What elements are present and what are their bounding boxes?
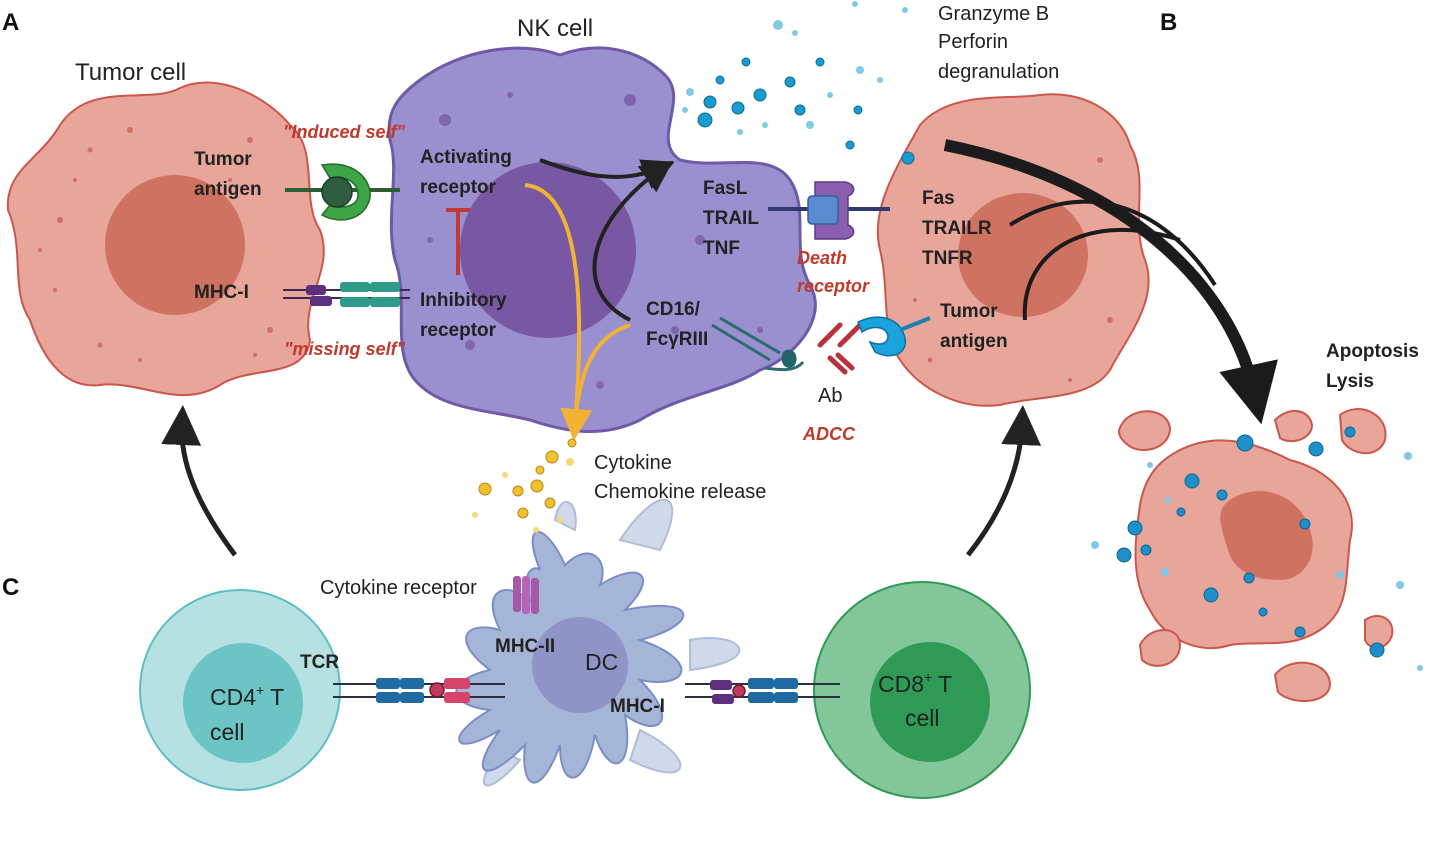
trailr-label: TRAILR	[922, 218, 992, 239]
mhc-i-dc-label: MHC-I	[610, 696, 665, 717]
activating-receptor-label-line2: receptor	[420, 177, 497, 198]
apoptosis-arrow	[943, 139, 1278, 425]
activating-receptor-label-line1: Activating	[420, 147, 512, 168]
adcc-complex	[711, 316, 931, 375]
tumor-antigen-label-line2: antigen	[194, 179, 262, 200]
tnfr-label: TNFR	[922, 248, 973, 269]
granzyme-label: Granzyme B	[938, 3, 1049, 25]
granzyme-granules	[697, 57, 915, 165]
cd16-label-line1: CD16/	[646, 299, 701, 320]
tcr-mhci-complex	[685, 678, 840, 704]
nk-cell-title: NK cell	[517, 15, 593, 42]
cd8-to-tumor-arrow	[966, 405, 1042, 557]
cytokine-arrow-1	[524, 183, 593, 441]
tnf-label: TNF	[703, 238, 740, 259]
fas-label: Fas	[922, 188, 955, 209]
mhc-i-label: MHC-I	[194, 282, 249, 303]
panel-label-b: B	[1160, 9, 1177, 36]
degranulation-label: degranulation	[938, 61, 1059, 83]
death-receptor-label-line2: receptor	[797, 276, 870, 296]
cd4-to-tumor-arrow	[161, 405, 238, 557]
cd8-cell-label-line2: cell	[905, 705, 940, 731]
fasl-label: FasL	[703, 178, 748, 199]
tumor-antigen-right-label-line2: antigen	[940, 331, 1008, 352]
tumor-antigen-right-label-line1: Tumor	[940, 301, 998, 322]
cytokine-granules	[478, 438, 577, 519]
perforin-granules	[682, 1, 908, 135]
lysis-label: Lysis	[1326, 371, 1374, 392]
missing-self-label: "missing self"	[284, 339, 406, 359]
panel-label-c: C	[2, 574, 19, 601]
activating-receptor-ligand	[285, 163, 400, 221]
dc-label: DC	[585, 649, 618, 675]
tumor-cell-left	[6, 81, 325, 396]
fas-arrow	[1008, 199, 1217, 287]
antigen-arrow	[1022, 228, 1181, 321]
apoptosis-label: Apoptosis	[1326, 341, 1419, 362]
inhibitory-receptor-label-line2: receptor	[420, 320, 497, 341]
cd4-t-cell	[139, 589, 341, 791]
trail-label: TRAIL	[703, 208, 759, 229]
cytokine-label: Cytokine	[594, 452, 672, 474]
death-receptor-complex	[768, 181, 890, 240]
induced-self-label: "Induced self"	[283, 122, 406, 142]
cytokine-arrow-2	[573, 323, 631, 426]
perforin-label: Perforin	[938, 31, 1008, 53]
tcr-label: TCR	[300, 652, 339, 673]
antibody-label: Ab	[818, 385, 842, 407]
cytokine-receptor-label: Cytokine receptor	[320, 577, 477, 599]
cd8-t-cell-label: CD8+ T	[878, 669, 952, 697]
chemokine-granules	[472, 458, 574, 533]
cd8-t-cell	[813, 581, 1031, 799]
tumor-cell-right	[876, 93, 1150, 407]
mhc-ii-label: MHC-II	[495, 636, 555, 657]
feedback-arrow	[592, 160, 674, 322]
tumor-antigen-label-line1: Tumor	[194, 149, 252, 170]
cd4-t-cell-label: CD4+ T	[210, 682, 284, 710]
cd4-cell-label-line2: cell	[210, 719, 245, 745]
inhibitory-receptor-mhc	[283, 282, 410, 307]
death-receptor-label-line1: Death	[797, 248, 847, 268]
chemokine-label: Chemokine release	[594, 481, 766, 503]
inhibitory-receptor-label-line1: Inhibitory	[420, 290, 507, 311]
adcc-label: ADCC	[802, 424, 856, 444]
tcr-mhcii-complex	[333, 678, 505, 703]
cd16-label-line2: FcγRIII	[646, 329, 708, 350]
lysed-tumor-cell	[1091, 408, 1423, 703]
cytokine-receptor-icon	[513, 576, 539, 614]
inhibition-symbol	[446, 208, 470, 275]
tumor-cell-title: Tumor cell	[75, 59, 186, 86]
panel-label-a: A	[2, 9, 19, 36]
